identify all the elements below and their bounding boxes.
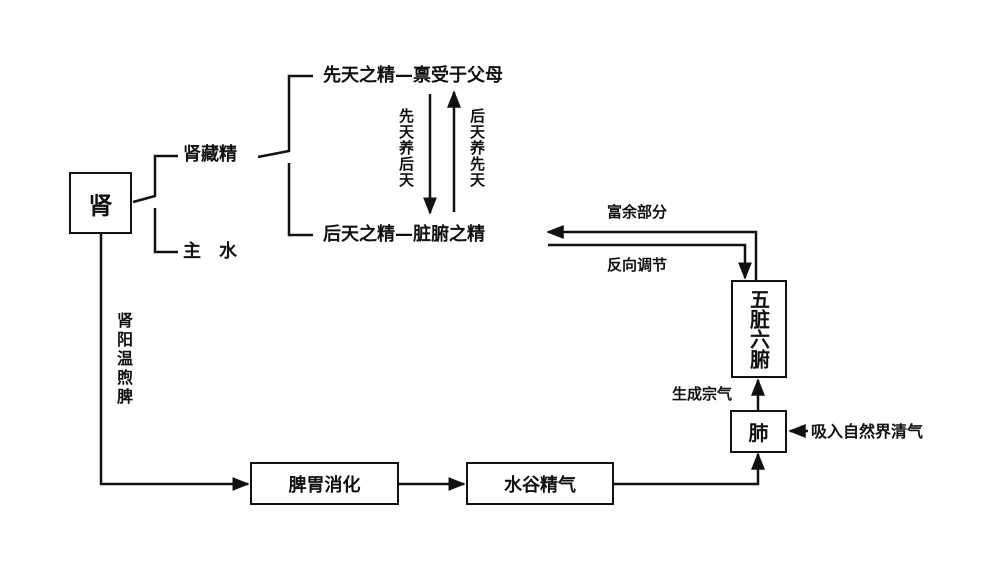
organs-box: 五脏六腑 bbox=[731, 280, 787, 378]
prenatal-nourishes-postnatal-label: 先天养后天 bbox=[397, 108, 415, 188]
lung-label: 肺 bbox=[748, 421, 769, 445]
organs-label: 五脏六腑 bbox=[746, 289, 771, 369]
spleen-stomach-label: 脾胃消化 bbox=[288, 474, 361, 496]
arrow-feedback bbox=[548, 243, 752, 280]
grain-essence-label: 水谷精气 bbox=[504, 474, 576, 496]
kidney-label: 肾 bbox=[88, 191, 113, 220]
surplus-label: 富余部分 bbox=[607, 203, 668, 221]
kidney-brace bbox=[132, 154, 178, 254]
postnatal-essence-label: 后天之精—脏腑之精 bbox=[323, 224, 485, 245]
governs-water-label: 主 水 bbox=[183, 241, 237, 262]
arrow-kidney-yang bbox=[99, 233, 250, 491]
gathered-qi-label: 生成宗气 bbox=[672, 385, 733, 403]
essence-brace bbox=[257, 74, 313, 237]
lung-box: 肺 bbox=[730, 410, 787, 453]
inhale-label: 吸入自然界清气 bbox=[811, 422, 924, 441]
prenatal-essence-label: 先天之精—禀受于父母 bbox=[323, 65, 503, 86]
arrow-grain-to-lung bbox=[613, 452, 765, 486]
postnatal-nourishes-prenatal-label: 后天养先天 bbox=[468, 108, 486, 188]
feedback-label: 反向调节 bbox=[607, 256, 668, 274]
spleen-stomach-box: 脾胃消化 bbox=[250, 462, 399, 505]
kidney-yang-label: 肾阳温煦脾 bbox=[114, 312, 133, 407]
kidney-box: 肾 bbox=[69, 172, 132, 234]
arrow-surplus bbox=[546, 225, 758, 280]
grain-essence-box: 水谷精气 bbox=[466, 462, 614, 505]
stores-essence-label: 肾藏精 bbox=[183, 144, 237, 165]
